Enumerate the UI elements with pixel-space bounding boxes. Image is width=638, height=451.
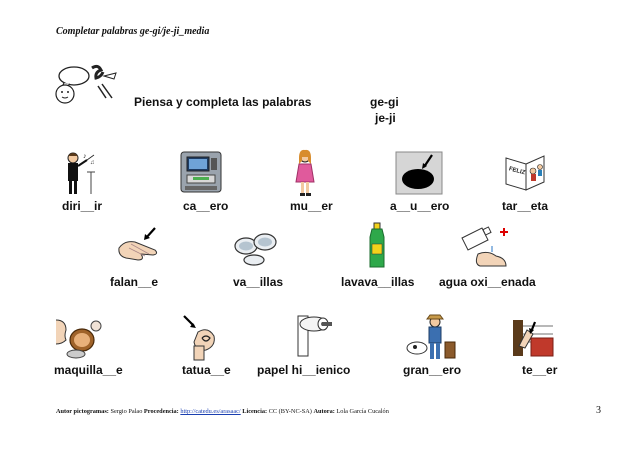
weaving-icon	[513, 320, 554, 357]
document-title: Completar palabras ge-gi/je-ji_media	[56, 26, 210, 37]
tattoo-icon	[183, 315, 215, 361]
word-gran-ero: gran__ero	[403, 363, 462, 377]
instruction-text: Piensa y completa las palabras	[134, 95, 312, 109]
hydrogen-peroxide-icon	[461, 226, 508, 267]
footer-credits: Autor pictogramas: Sergio Palao Proceden…	[56, 408, 389, 415]
makeup-mirror-icon	[55, 319, 102, 359]
svg-text:♫: ♫	[90, 160, 95, 166]
dish-soap-icon	[369, 222, 385, 268]
word-diri-ir: diri__ir	[62, 199, 103, 213]
word-papel-hi-ienico: papel hi__ienico	[257, 363, 351, 377]
word-a-u-ero: a__u__ero	[390, 199, 450, 213]
footer-source-link[interactable]: http://catedu.es/arasaac/	[180, 408, 241, 415]
svg-text:FELIZ: FELIZ	[508, 166, 526, 176]
syllables-line-1: ge-gi	[370, 95, 399, 109]
toilet-paper-icon	[297, 315, 332, 357]
footer-license-label: Licencia:	[242, 408, 268, 415]
word-maquilla-e: maquilla__e	[54, 363, 123, 377]
word-tatua-e: tatua__e	[182, 363, 231, 377]
think-speak-icon	[55, 64, 117, 104]
word-te-er: te__er	[522, 363, 558, 377]
word-tar-eta: tar__eta	[502, 199, 549, 213]
greeting-card-icon: FELIZ	[505, 155, 545, 191]
footer-pictos-label: Autor pictogramas:	[56, 408, 109, 415]
hole-icon	[395, 151, 443, 195]
word-lavava-illas: lavava__illas	[341, 275, 415, 289]
footer-author-value: Lola García Cucalón	[336, 408, 389, 415]
footer-source-label: Procedencia:	[143, 408, 179, 415]
word-va-illas: va__illas	[233, 275, 284, 289]
footer-author-label: Autora:	[313, 408, 335, 415]
woman-icon	[295, 149, 315, 196]
footer-pictos-value: Sergio Palao	[110, 408, 143, 415]
farmer-icon	[406, 314, 456, 359]
glasses-icon	[234, 233, 277, 266]
word-ca-ero: ca__ero	[183, 199, 229, 213]
word-falan-e: falan__e	[110, 275, 159, 289]
page-number: 3	[596, 405, 601, 416]
footer-license-value: CC (BY-NC-SA)	[268, 408, 312, 415]
pointing-hand-icon	[118, 227, 158, 261]
syllables-line-2: je-ji	[375, 111, 396, 125]
word-agua-oxi-enada: agua oxi__enada	[439, 275, 536, 289]
word-mu-er: mu__er	[290, 199, 333, 213]
atm-icon	[180, 151, 222, 193]
svg-text:♪: ♪	[83, 153, 87, 160]
conductor-icon: ♪♫	[67, 152, 95, 194]
